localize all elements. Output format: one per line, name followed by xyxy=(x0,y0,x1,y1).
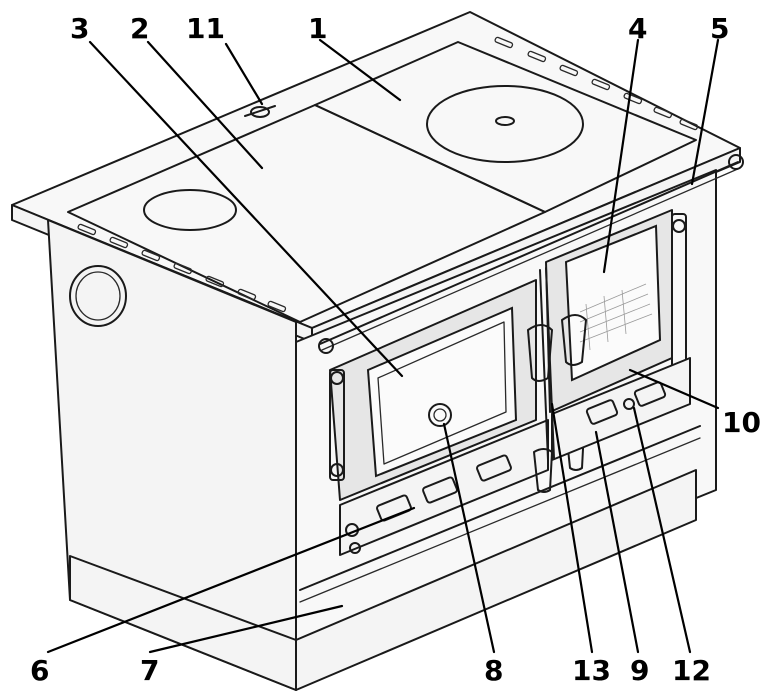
leader-11 xyxy=(224,42,264,106)
leader-8 xyxy=(442,422,496,654)
primary-air-slider xyxy=(585,399,619,425)
leader-1 xyxy=(318,38,402,102)
firebox-grate xyxy=(579,283,653,351)
callout-label-3: 3 xyxy=(70,12,89,45)
top-control-knob xyxy=(250,106,270,118)
leader-2 xyxy=(146,40,264,170)
callout-label-1: 1 xyxy=(308,12,327,45)
leader-lines xyxy=(46,38,720,654)
leader-12 xyxy=(632,406,692,654)
secondary-air-slider xyxy=(633,381,667,407)
leader-13 xyxy=(550,402,594,654)
callout-label-5: 5 xyxy=(710,12,729,45)
stove-drawing xyxy=(11,11,744,691)
front-vent-slots xyxy=(77,223,287,313)
leader-3 xyxy=(88,40,404,378)
callout-numbers: 1 2 3 4 5 6 7 8 9 10 11 12 13 xyxy=(30,12,761,687)
oven-thermometer xyxy=(428,403,452,427)
rear-vent-slots xyxy=(494,36,699,131)
side-air-vent xyxy=(69,265,127,327)
leader-6 xyxy=(46,506,416,654)
callout-label-13: 13 xyxy=(572,654,611,687)
ash-drawer-row xyxy=(339,419,549,556)
leader-9 xyxy=(594,430,640,654)
callout-label-10: 10 xyxy=(722,406,761,439)
leader-5 xyxy=(690,38,720,186)
callout-label-7: 7 xyxy=(140,654,159,687)
callout-label-2: 2 xyxy=(130,12,149,45)
callout-label-8: 8 xyxy=(484,654,503,687)
large-cooking-ring xyxy=(426,85,584,163)
callout-label-11: 11 xyxy=(186,12,225,45)
leader-4 xyxy=(602,38,640,274)
callout-label-6: 6 xyxy=(30,654,49,687)
small-cooking-ring xyxy=(143,189,237,231)
callout-label-4: 4 xyxy=(628,12,647,45)
leader-10 xyxy=(628,368,720,410)
towel-rail xyxy=(319,161,739,345)
callout-label-9: 9 xyxy=(630,654,649,687)
hotplate-right-panel xyxy=(314,41,697,213)
large-cooking-ring-lid-knob xyxy=(495,116,515,126)
oven-glass-window xyxy=(366,306,518,478)
callout-label-12: 12 xyxy=(672,654,711,687)
leader-7 xyxy=(148,604,344,654)
